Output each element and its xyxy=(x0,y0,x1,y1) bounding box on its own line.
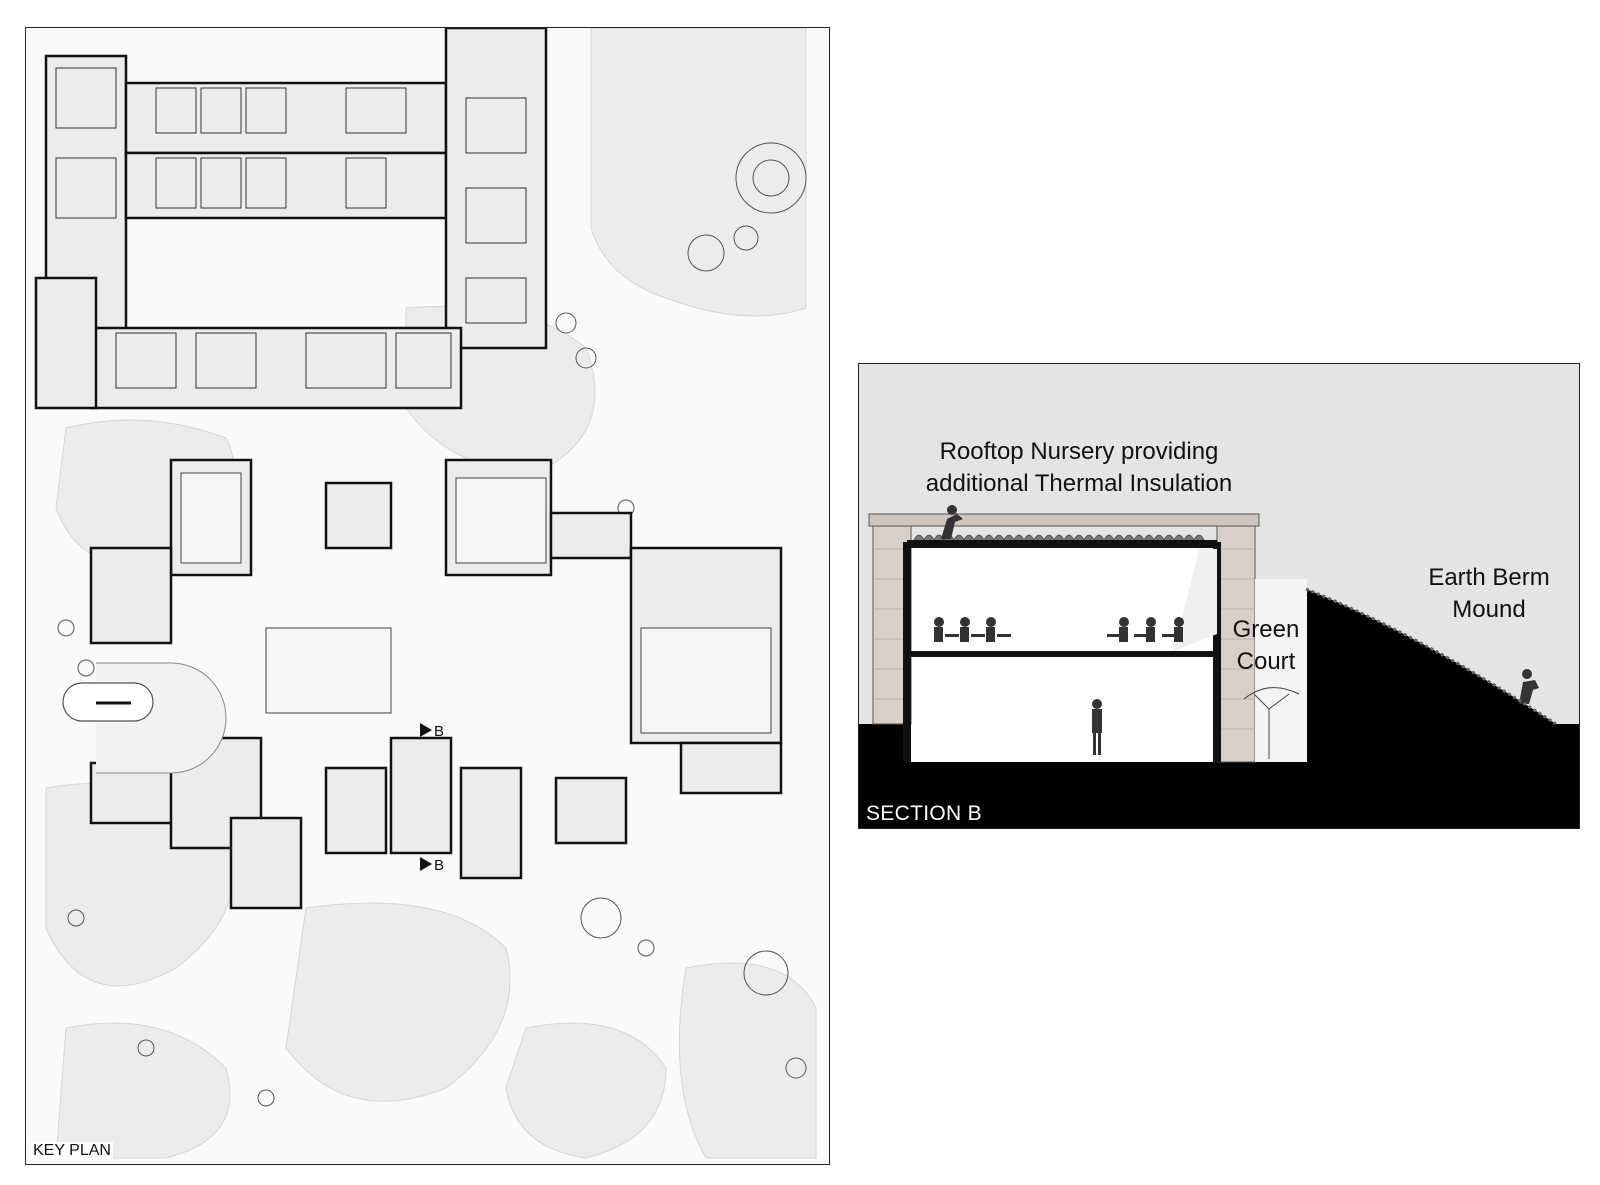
rooftop-note-line-1: Rooftop Nursery providing xyxy=(939,438,1219,465)
section-b-drawing xyxy=(859,505,1579,828)
section-marker-bottom-label: B xyxy=(434,857,444,874)
green-court-void xyxy=(1255,579,1307,762)
key-plan-drawing: B B xyxy=(34,28,817,1159)
ground-mass xyxy=(859,589,1579,828)
green-court-line-1: Green xyxy=(1232,616,1300,643)
column-right xyxy=(1213,542,1221,762)
central-halls xyxy=(180,472,772,734)
floor-slab xyxy=(907,651,1217,657)
green-court-label: Green Court xyxy=(1221,614,1311,678)
section-marker-bottom-arrow xyxy=(420,857,432,871)
trees xyxy=(57,142,807,1107)
roof-slab xyxy=(907,540,1217,548)
section-marker-top-label: B xyxy=(434,723,444,740)
roof-parapet xyxy=(868,513,1260,527)
berm-vegetation xyxy=(1305,587,1557,726)
section-marker-top-arrow xyxy=(420,723,432,737)
rooftop-note: Rooftop Nursery providing additional The… xyxy=(899,436,1259,500)
landscape xyxy=(45,28,817,1159)
key-plan-label: KEY PLAN xyxy=(31,1142,113,1160)
north-rooms xyxy=(55,67,527,389)
earth-berm-label: Earth Berm Mound xyxy=(1414,562,1564,626)
roof-nursery-plants xyxy=(913,534,1205,541)
green-court-line-2: Court xyxy=(1236,648,1296,675)
north-block xyxy=(34,28,548,410)
earth-berm-line-1: Earth Berm xyxy=(1428,564,1550,591)
earth-berm-line-2: Mound xyxy=(1452,596,1526,623)
people xyxy=(934,505,1539,755)
column-left xyxy=(903,542,911,762)
rooftop-note-line-2: additional Thermal Insulation xyxy=(925,470,1233,497)
court-tree xyxy=(1243,687,1300,759)
key-plan-panel: B B KEY PLAN xyxy=(25,27,830,1165)
central-block xyxy=(89,458,783,910)
section-b-title: SECTION B xyxy=(866,802,982,825)
light-beam xyxy=(1174,549,1217,651)
section-b-panel: Rooftop Nursery providing additional The… xyxy=(858,363,1580,829)
